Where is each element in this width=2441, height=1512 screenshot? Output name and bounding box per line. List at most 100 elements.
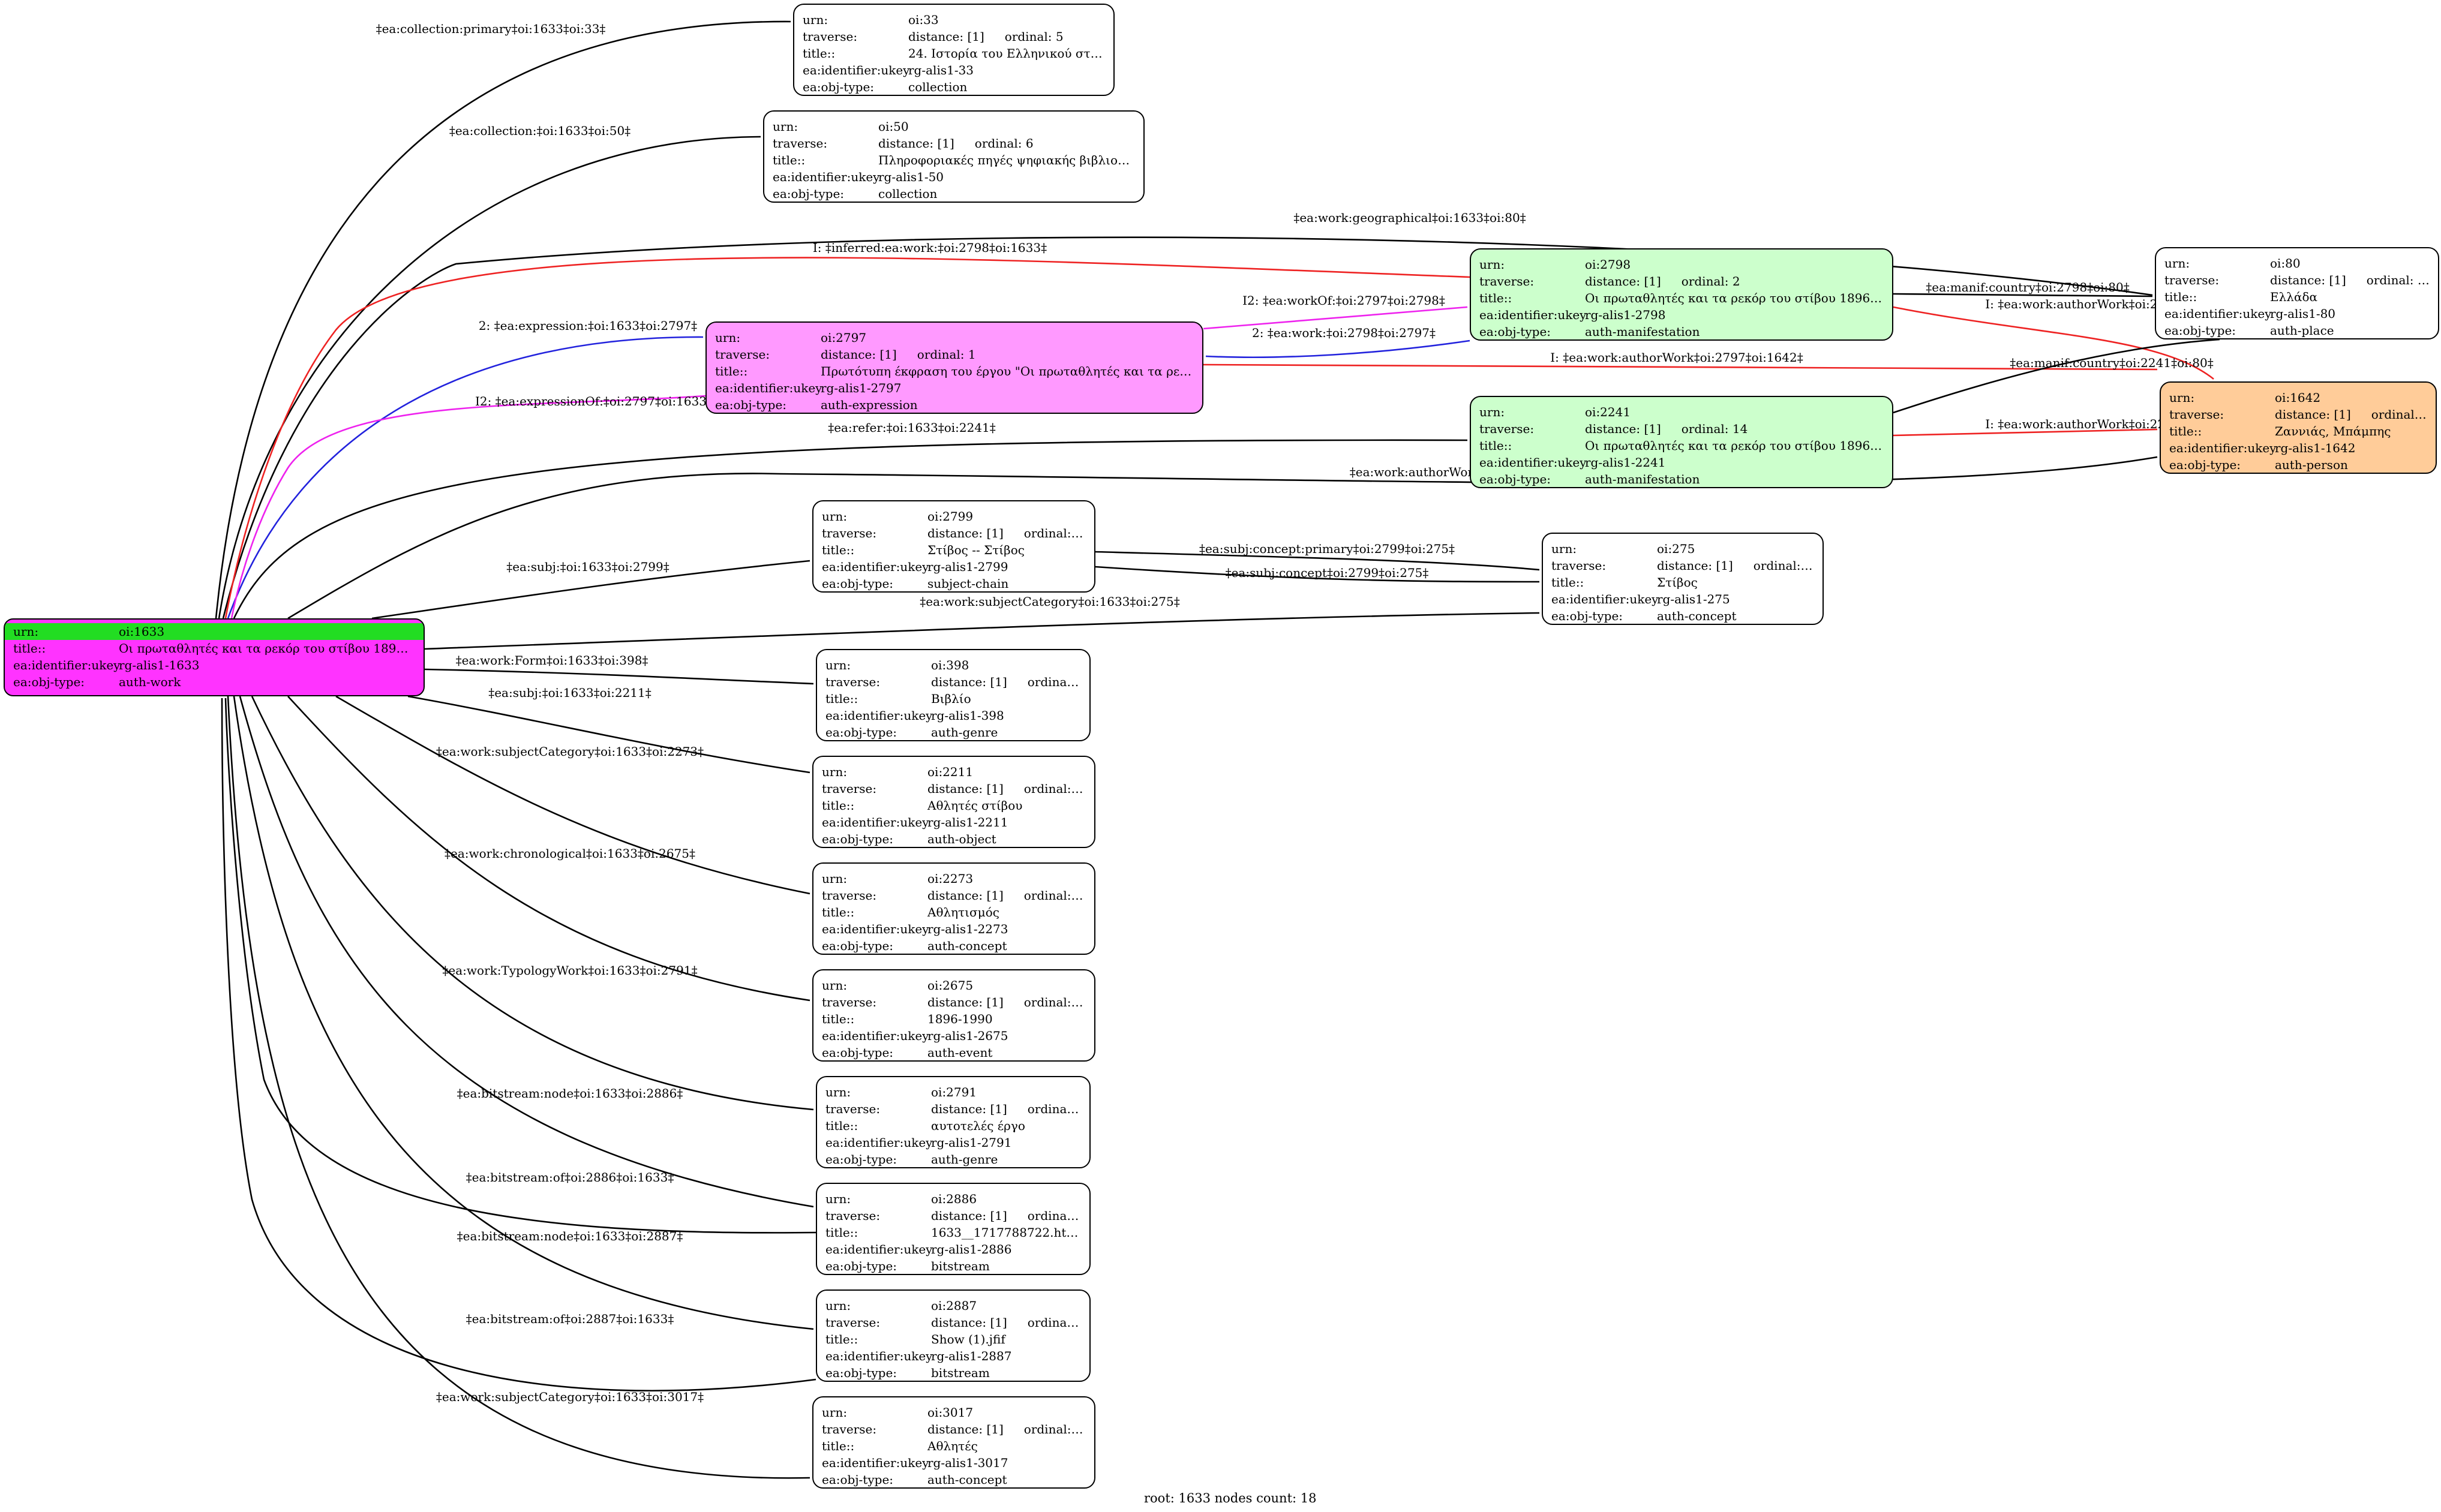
- urn-row: urn:oi:2791: [825, 1084, 1081, 1101]
- ukey-value: rg-alis1-2798: [1585, 308, 1666, 322]
- urn-row: urn:oi:2211: [822, 763, 1086, 780]
- traverse-row: traverse:distance: [1]ordinal: 8: [825, 674, 1081, 690]
- edge-label: ‡ea:collection:primary‡oi:1633‡oi:33‡: [376, 22, 606, 36]
- type-key: ea:obj-type:: [803, 80, 875, 94]
- ukey-key: ea:identifier:ukey: [2169, 441, 2277, 455]
- title-value: Ζαννιάς, Μπάμπης: [2275, 424, 2391, 438]
- title-key: title::: [1479, 438, 1512, 453]
- edge-line: [1893, 306, 2214, 380]
- title-key: title::: [715, 364, 748, 378]
- edge-label: ‡ea:subj:concept:primary‡oi:2799‡oi:275‡: [1199, 542, 1455, 556]
- type-value: auth-person: [2275, 458, 2348, 472]
- traverse-key: traverse:: [822, 995, 877, 1009]
- traverse-value: distance: [1]ordinal: 10: [927, 994, 1086, 1011]
- urn-row: urn:oi:2887: [825, 1297, 1081, 1314]
- type-value: auth-genre: [931, 725, 998, 740]
- title-row: title::Αθλητές στίβου: [822, 797, 1086, 814]
- urn-value: oi:3017: [927, 1405, 974, 1420]
- edge-label: 2: ‡ea:work:‡oi:2798‡oi:2797‡: [1252, 326, 1436, 340]
- ukey-key: ea:identifier:ukey: [825, 1242, 933, 1257]
- urn-value: oi:1642: [2275, 390, 2321, 405]
- urn-value: oi:2798: [1585, 257, 1631, 272]
- urn-key: urn:: [822, 509, 848, 524]
- traverse-key: traverse:: [825, 675, 881, 689]
- title-row: title::1633__1717788722.html: [825, 1224, 1081, 1241]
- edge-label: ‡ea:work:chronological‡oi:1633‡oi:2675‡: [445, 846, 695, 861]
- edge-label: I: ‡inferred:ea:work:‡oi:2798‡oi:1633‡: [813, 241, 1047, 255]
- title-value: Στίβος -- Στίβος: [927, 543, 1025, 557]
- edge-label: ‡ea:collection:‡oi:1633‡oi:50‡: [449, 124, 630, 138]
- ordinal-value: ordinal: 2: [1681, 274, 1740, 288]
- type-key: ea:obj-type:: [822, 1045, 894, 1060]
- distance-value: distance: [1]: [931, 1102, 1007, 1116]
- distance-value: distance: [1]: [878, 136, 954, 151]
- edge-line: [335, 695, 810, 895]
- type-row: ea:obj-type:auth-person: [2169, 456, 2427, 473]
- ordinal-value: ordinal: 10: [1023, 995, 1086, 1009]
- title-row: title::Οι πρωταθλητές και τα ρεκόρ του σ…: [1479, 290, 1884, 306]
- distance-value: distance: [1]: [2270, 273, 2346, 287]
- edge-line: [1095, 551, 1540, 571]
- type-row: ea:obj-type:auth-event: [822, 1044, 1086, 1060]
- title-value: Ελλάδα: [2270, 290, 2318, 304]
- edge-line: [424, 612, 1540, 650]
- type-value: auth-expression: [821, 398, 918, 412]
- traverse-value: distance: [1]ordinal: 13: [927, 780, 1086, 797]
- traverse-value: distance: [1]ordinal: 14: [1585, 420, 1884, 437]
- urn-row: urn:oi:1642: [2169, 389, 2427, 406]
- urn-row: urn:oi:33: [803, 11, 1105, 28]
- traverse-value: distance: [1]ordinal: 15: [1657, 557, 1814, 574]
- distance-value: distance: [1]: [927, 781, 1004, 796]
- urn-key: urn:: [773, 119, 798, 134]
- title-row: title::Στίβος -- Στίβος: [822, 542, 1086, 558]
- urn-row: urn:oi:2798: [1479, 256, 1884, 273]
- type-key: ea:obj-type:: [1479, 324, 1551, 339]
- edge-line: [407, 695, 810, 774]
- title-value: 24. Ιστορία του Ελληνικού στίβου: [908, 46, 1105, 61]
- traverse-key: traverse:: [825, 1315, 881, 1330]
- traverse-value: distance: [1]ordinal: 9: [931, 1101, 1081, 1117]
- traverse-value: distance: [1]ordinal: 6: [878, 135, 1135, 152]
- ukey-value: rg-alis1-2791: [931, 1135, 1012, 1150]
- type-row: ea:obj-type:subject-chain: [822, 575, 1086, 591]
- edge-label: ‡ea:subj:‡oi:1633‡oi:2211‡: [488, 686, 651, 700]
- type-row: ea:obj-type:auth-object: [822, 831, 1086, 847]
- edge-label: 2: ‡ea:expression:‡oi:1633‡oi:2797‡: [479, 318, 697, 333]
- type-row: ea:obj-type:auth-manifestation: [1479, 471, 1884, 487]
- edge-label: ‡ea:refer:‡oi:1633‡oi:2241‡: [828, 420, 996, 435]
- type-value: bitstream: [931, 1366, 990, 1380]
- traverse-row: traverse:distance: [1]ordinal: 1: [715, 346, 1194, 363]
- row-key: ea:identifier:ukey: [13, 658, 121, 672]
- ordinal-value: ordinal: 4: [1027, 1315, 1081, 1330]
- root-row: ea:obj-type:auth-work: [13, 674, 415, 690]
- traverse-key: traverse:: [822, 781, 877, 796]
- traverse-key: traverse:: [825, 1209, 881, 1223]
- urn-value: oi:275: [1657, 542, 1695, 556]
- ukey-key: ea:identifier:ukey: [1479, 455, 1587, 470]
